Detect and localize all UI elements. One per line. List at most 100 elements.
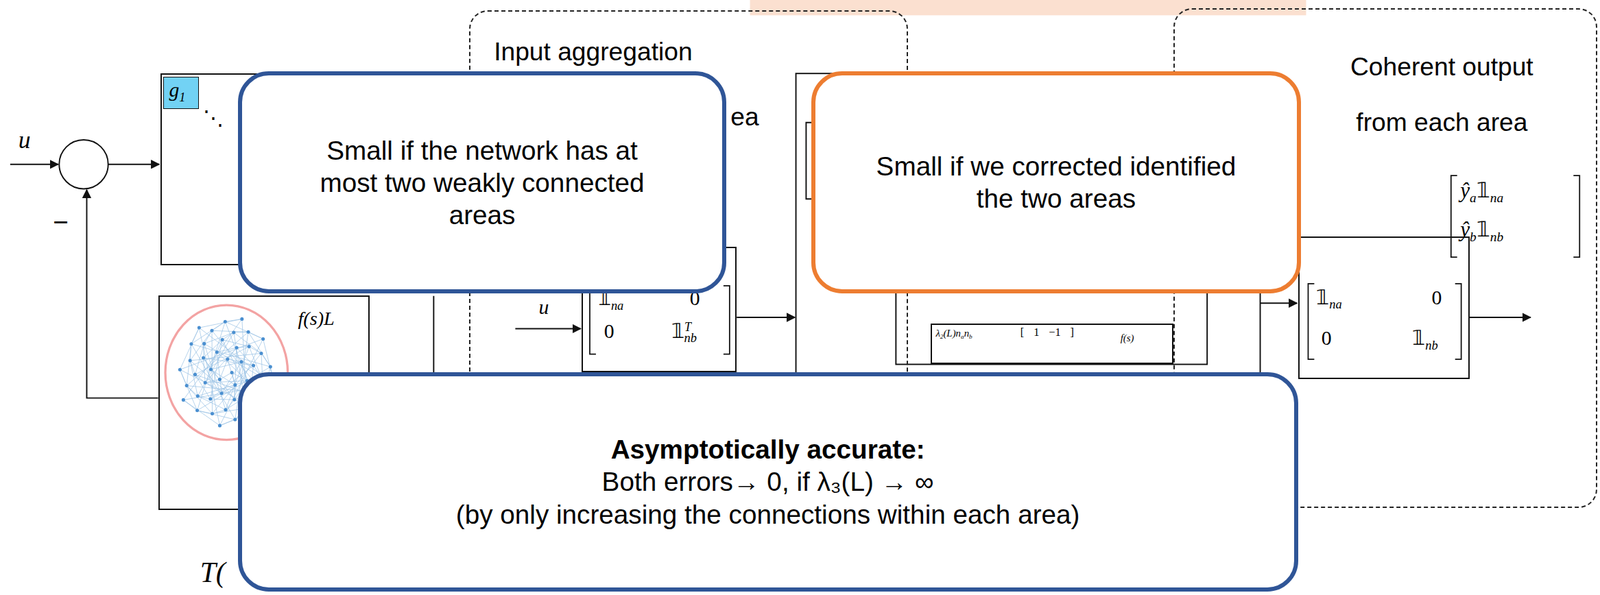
network-node (246, 330, 251, 334)
callout-text: (by only increasing the connections with… (456, 498, 1081, 531)
network-node (201, 356, 206, 361)
gain-cell: g1 (163, 76, 199, 110)
callout-box: Small if the network has at most two wea… (237, 71, 727, 294)
callout-text: Small if we corrected identified the two… (862, 150, 1250, 215)
network-node (210, 412, 214, 416)
network-node (230, 371, 234, 375)
summing-junction (58, 139, 108, 189)
output-vector: ŷ (1460, 178, 1470, 203)
math-text: (L)n (942, 327, 961, 339)
math-text: f(s)L (297, 307, 334, 330)
math-text: n (964, 327, 970, 339)
network-node (202, 342, 206, 346)
math-text: 0 (1431, 285, 1442, 309)
matrix-block: 𝟙 na 0 0 𝟙nb (1298, 236, 1470, 380)
math-text: g (168, 78, 179, 101)
text-row: − (52, 207, 69, 238)
network-node (233, 383, 237, 387)
text-row: λ2(L)nanb (935, 327, 972, 341)
callout-box: Small if we corrected identified the two… (811, 71, 1301, 294)
network-node (231, 330, 236, 334)
network-link (179, 327, 199, 370)
signal-wire (1260, 302, 1298, 304)
text-row: 0 (1321, 326, 1332, 350)
network-node (209, 367, 213, 372)
transfer-name: T( (200, 556, 226, 589)
output-vector: 𝟙 (1476, 217, 1491, 242)
math-text: 0 (1321, 326, 1332, 350)
network-node (239, 360, 243, 364)
matrix-bracket (1307, 283, 1461, 360)
math-text: 𝟙 (1412, 326, 1426, 350)
network-node (259, 351, 263, 356)
network-node (220, 391, 224, 396)
text-row: Coherent output from each area (1329, 39, 1555, 152)
callout-text: Both errors→ 0, if λ₃(L) → ∞ (456, 465, 1081, 498)
text-row: f(s)L (297, 307, 334, 331)
network-node (261, 337, 265, 341)
math-text: Coherent output from each area (1350, 52, 1534, 138)
network-node (195, 408, 199, 413)
text-row: 𝟙nb (1412, 326, 1438, 354)
network-node (178, 368, 182, 372)
callout-text: Small if the network has at most two wea… (308, 134, 656, 232)
network-link (198, 327, 220, 426)
network-node (225, 357, 230, 362)
network-node (233, 418, 237, 422)
transfer-block: λ2(L)nanb [ 1 −1 ] f(s) (930, 323, 1174, 365)
math-text: na (1329, 297, 1342, 312)
junction-wire (108, 163, 160, 166)
text-row: g1 (168, 78, 186, 105)
text-row: [ 1 −1 ] (1020, 326, 1074, 340)
network-node (209, 329, 214, 333)
network-link (191, 321, 225, 344)
text-row: u (18, 126, 31, 155)
text-row: ea (730, 102, 759, 132)
math-text: 𝟙 (671, 319, 685, 343)
math-text: na (611, 299, 624, 313)
network-node (268, 365, 273, 369)
text-row: 0 (1431, 285, 1442, 310)
aggregation-input-wire (515, 327, 581, 330)
text-row: 𝟙Tnb (671, 319, 697, 347)
network-link (248, 346, 262, 377)
text-row: f(s) (1120, 332, 1135, 345)
math-text: 1 (178, 90, 186, 105)
text-row: ŷa𝟙na (1460, 178, 1504, 206)
callout-text: Asymptotically accurate:Both errors→ 0, … (456, 433, 1081, 531)
text-row: T( (200, 556, 226, 590)
math-text: b (969, 333, 973, 341)
callout-text: Small if we corrected identified the two… (862, 150, 1250, 215)
network-node (196, 394, 200, 398)
input-wire (10, 163, 59, 166)
vector-bracket (1451, 175, 1580, 258)
network-node (218, 377, 222, 382)
network-link (183, 399, 220, 426)
signal-name: u (18, 126, 31, 154)
network-link (189, 353, 262, 361)
text-row: u (539, 295, 550, 319)
math-text: 0 (604, 319, 615, 343)
math-text: f(s) (1120, 332, 1135, 344)
network-link (197, 410, 236, 420)
math-text: ⋱ (203, 106, 224, 129)
matrix-bracket (589, 285, 730, 355)
math-text: [ 1 −1 ] (1020, 325, 1074, 339)
feedback-wire (86, 189, 158, 399)
output-vector: na (1490, 190, 1504, 206)
network-node (188, 358, 193, 363)
text-row: Input aggregation (493, 37, 692, 67)
text-row: ⋱ (203, 106, 224, 130)
network-node (223, 408, 228, 412)
network-node (193, 373, 197, 377)
signal-name: u (539, 295, 550, 319)
math-text: nb (684, 331, 697, 345)
network-node (189, 342, 193, 346)
sign-label: − (52, 207, 69, 237)
callout-text: Asymptotically accurate: (456, 433, 1081, 466)
callout-text: Small if the network has at most two wea… (308, 134, 656, 232)
network-node (181, 398, 186, 402)
network-node (223, 320, 228, 324)
math-text: ea (730, 102, 759, 131)
output-vector: 𝟙 (1476, 178, 1491, 203)
